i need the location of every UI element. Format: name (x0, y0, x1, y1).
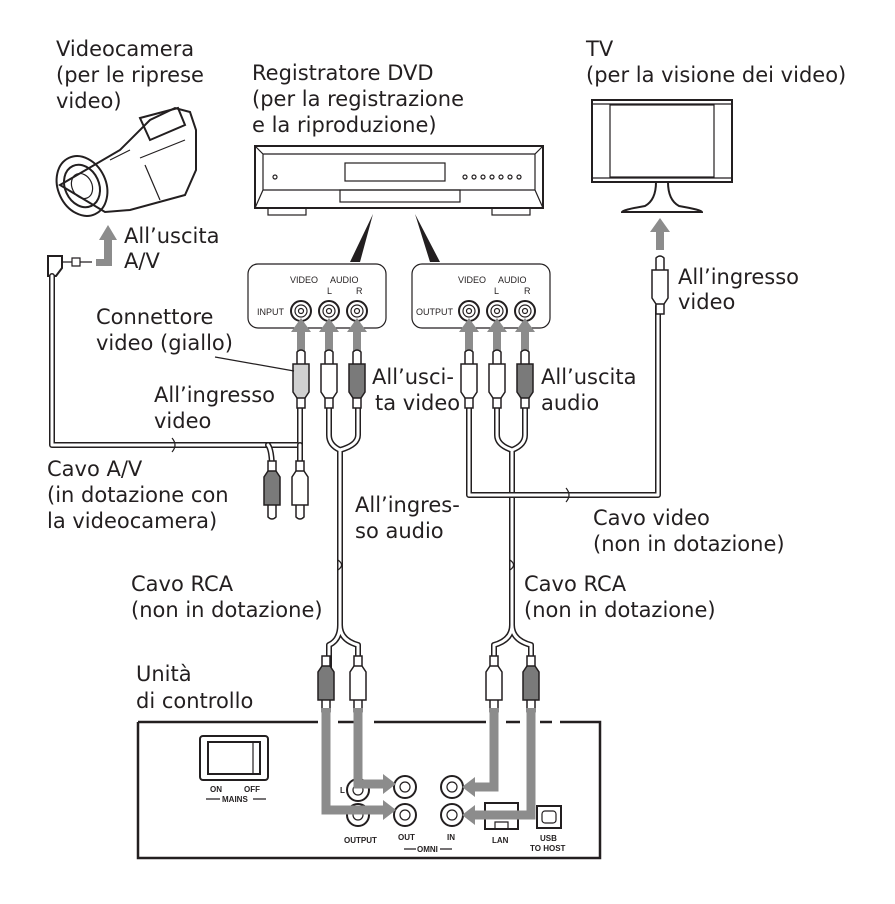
rca-plug (460, 349, 478, 409)
connection-arrow (347, 318, 367, 352)
tv-video-in-label-2: video (678, 290, 735, 314)
av-out-label-1: All’uscita (124, 224, 219, 248)
camcorder-icon (55, 106, 197, 217)
output-left-label: L (494, 286, 499, 296)
av-mini-jack-icon (47, 255, 92, 277)
tv-video-in-label-1: All’ingresso (678, 265, 799, 289)
rca-plug (651, 255, 669, 315)
video-connector-label-2: video (giallo) (96, 331, 233, 355)
connection-arrow (459, 318, 479, 352)
connection-arrow (487, 318, 507, 352)
video-out-split-label-1: All’usci- (372, 365, 454, 389)
input-left-label: L (327, 286, 332, 296)
rca-plug (292, 349, 310, 409)
av-cable-note-1: (in dotazione con (47, 483, 229, 507)
rca-plug (485, 655, 503, 715)
rca-cable-left-note: (non in dotazione) (131, 598, 323, 622)
rca-plug (349, 655, 367, 715)
input-video-label: VIDEO (290, 275, 318, 285)
mains-switch[interactable] (199, 735, 269, 781)
mains-off-label: OFF (244, 785, 260, 794)
input-right-label: R (356, 286, 363, 296)
omni-out-r-jack[interactable] (393, 803, 417, 827)
rear-usb-label-1: USB (540, 834, 557, 843)
rca-plug (291, 460, 309, 520)
input-side-label: INPUT (257, 307, 285, 317)
rca-plug (320, 349, 338, 409)
dvd-title: Registratore DVD (252, 61, 434, 85)
output-audio-label: AUDIO (498, 275, 527, 285)
panel-arrows (291, 318, 535, 352)
control-unit-title-2: di controllo (136, 689, 253, 713)
rear-omni-label: OMNI (417, 845, 438, 854)
audio-in-split-label-1: All’ingres- (355, 493, 460, 517)
dvd-output-panel: VIDEO AUDIO L R OUTPUT (411, 263, 551, 329)
rca-plug (488, 349, 506, 409)
usb-port[interactable] (536, 805, 562, 829)
rca-plug (263, 460, 281, 520)
rear-in-label: IN (447, 833, 455, 842)
rca-cable-right-note: (non in dotazione) (524, 598, 716, 622)
rear-usb-label-2: TO HOST (530, 844, 566, 853)
av-cable-note-2: la videocamera) (47, 509, 217, 533)
video-in-label-1: All’ingresso (154, 383, 275, 407)
tv-subtitle: (per la visione dei video) (586, 63, 846, 87)
rca-plug (516, 349, 534, 409)
dvd-recorder-label: Registratore DVD (per la registrazione e… (252, 61, 464, 137)
rear-output-label: OUTPUT (344, 836, 377, 845)
rca-plugs (263, 255, 669, 715)
tv-label: TV (per la visione dei video) (585, 37, 846, 87)
rear-connection-arrows (321, 708, 536, 825)
tv-title: TV (585, 37, 614, 61)
dvd-recorder-icon (254, 145, 544, 262)
camcorder-title: Videocamera (56, 37, 194, 61)
rca-cable-left-name: Cavo RCA (131, 572, 234, 596)
video-cable-name: Cavo video (593, 506, 710, 530)
dvd-front-buttons (462, 174, 522, 180)
cable-break-marks (171, 437, 570, 571)
audio-in-split-label-2: so audio (355, 519, 444, 543)
camcorder-label: Videocamera (per le riprese video) (56, 37, 204, 113)
connection-arrow (291, 318, 311, 352)
av-cable-name: Cavo A/V (47, 457, 143, 481)
omni-in-r-jack[interactable] (440, 803, 464, 827)
video-connector-label-1: Connettore (96, 305, 213, 329)
video-cable-note: (non in dotazione) (593, 532, 785, 556)
mains-on-label: ON (210, 785, 222, 794)
output-video-label: VIDEO (458, 275, 486, 285)
connection-arrow (515, 318, 535, 352)
video-connector-leader-line (214, 356, 295, 372)
rear-lan-label: LAN (492, 836, 509, 845)
dvd-subtitle-1: (per la registrazione (252, 87, 464, 111)
camcorder-subtitle-2: video) (56, 89, 122, 113)
omni-in-l-jack[interactable] (440, 775, 464, 799)
dvd-subtitle-2: e la riproduzione) (252, 113, 437, 137)
output-audio-l-jack[interactable] (486, 300, 508, 322)
audio-out-label-1: All’uscita (541, 365, 636, 389)
input-audio-label: AUDIO (330, 275, 359, 285)
rca-plug (522, 655, 540, 715)
rca-cable-right-name: Cavo RCA (524, 572, 627, 596)
omni-out-l-jack[interactable] (393, 775, 417, 799)
dvd-input-panel: VIDEO AUDIO L R INPUT (247, 263, 387, 329)
output-side-label: OUTPUT (416, 307, 454, 317)
rear-l-label: L (340, 786, 345, 795)
rear-out-label: OUT (398, 833, 415, 842)
av-output-arrow (96, 225, 117, 266)
mains-label: MAINS (222, 795, 248, 804)
rca-plug (348, 349, 366, 409)
video-in-label-2: video (154, 409, 211, 433)
tv-input-arrow (650, 218, 670, 250)
av-out-label-2: A/V (124, 249, 160, 273)
video-out-split-label-2: ta video (375, 391, 460, 415)
audio-out-label-2: audio (541, 391, 599, 415)
output-right-label: R (524, 286, 531, 296)
connection-arrow (319, 318, 339, 352)
camcorder-subtitle-1: (per le riprese (56, 63, 204, 87)
control-unit-title-1: Unità (136, 662, 192, 686)
tv-icon (591, 99, 733, 213)
